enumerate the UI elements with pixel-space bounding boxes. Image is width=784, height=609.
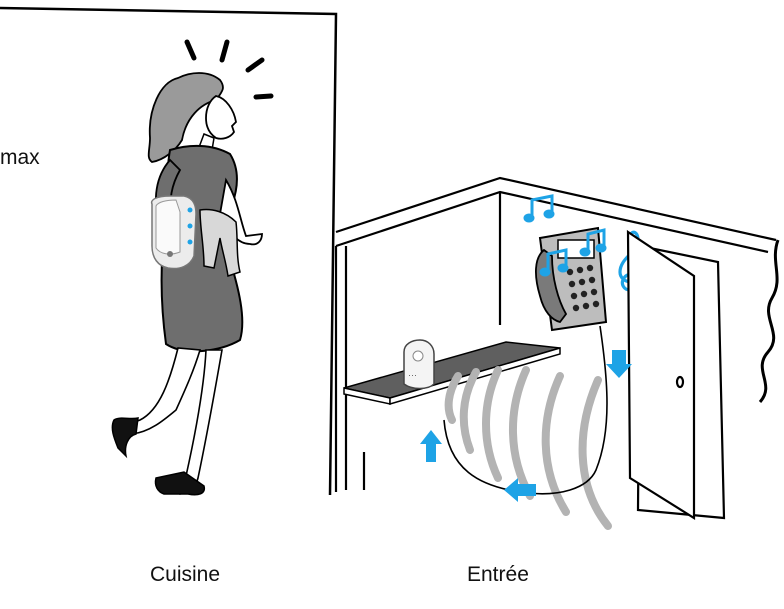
arrow-icon [420, 430, 442, 462]
woman-figure [112, 73, 262, 495]
base-station: ··· [404, 340, 434, 389]
svg-text:···: ··· [408, 370, 417, 380]
wall-cable [760, 240, 778, 402]
door [628, 232, 724, 518]
door-panel [628, 232, 694, 518]
ceiling-edge-outer [336, 178, 776, 240]
shoe-back [112, 418, 138, 456]
sound-wave-icon [449, 370, 608, 526]
face [206, 96, 236, 139]
receiver-device [152, 196, 196, 269]
music-note-icon [524, 196, 554, 222]
